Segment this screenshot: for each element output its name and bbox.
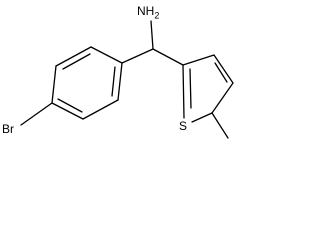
bond-c-n (150, 20, 154, 50)
bromine-label: Br (1, 122, 15, 136)
bond-c-thiophene (152, 48, 184, 66)
ring-double-bond (111, 66, 116, 97)
chemical-structure (20, 20, 234, 139)
bond-c-phenyl (121, 48, 154, 64)
ring-bond (51, 102, 84, 120)
bromophenyl-ring (51, 46, 123, 120)
ring-bond (90, 46, 123, 64)
ring-bond (51, 65, 57, 104)
ring-double-bond (189, 68, 192, 109)
amine-h: H (145, 4, 155, 18)
ring-bond (191, 112, 213, 123)
ring-bond (213, 54, 234, 84)
amine-h-count: 2 (154, 10, 160, 21)
ring-double-bond (214, 62, 228, 83)
amine-element: N (137, 4, 146, 18)
ring-double-bond (57, 98, 83, 113)
ring-bond (182, 64, 185, 119)
ring-double-bond (62, 53, 91, 70)
ring-bond (82, 99, 119, 120)
bond-c-br (20, 102, 53, 126)
ring-bond (55, 46, 92, 67)
ring-bond (117, 62, 123, 101)
ring-bond (211, 82, 234, 114)
bond-c-methyl (211, 112, 229, 139)
thiophene-ring (182, 54, 234, 123)
amine-label: NH2 (136, 4, 161, 21)
ring-bond (182, 54, 215, 66)
sulfur-label: S (178, 119, 189, 133)
